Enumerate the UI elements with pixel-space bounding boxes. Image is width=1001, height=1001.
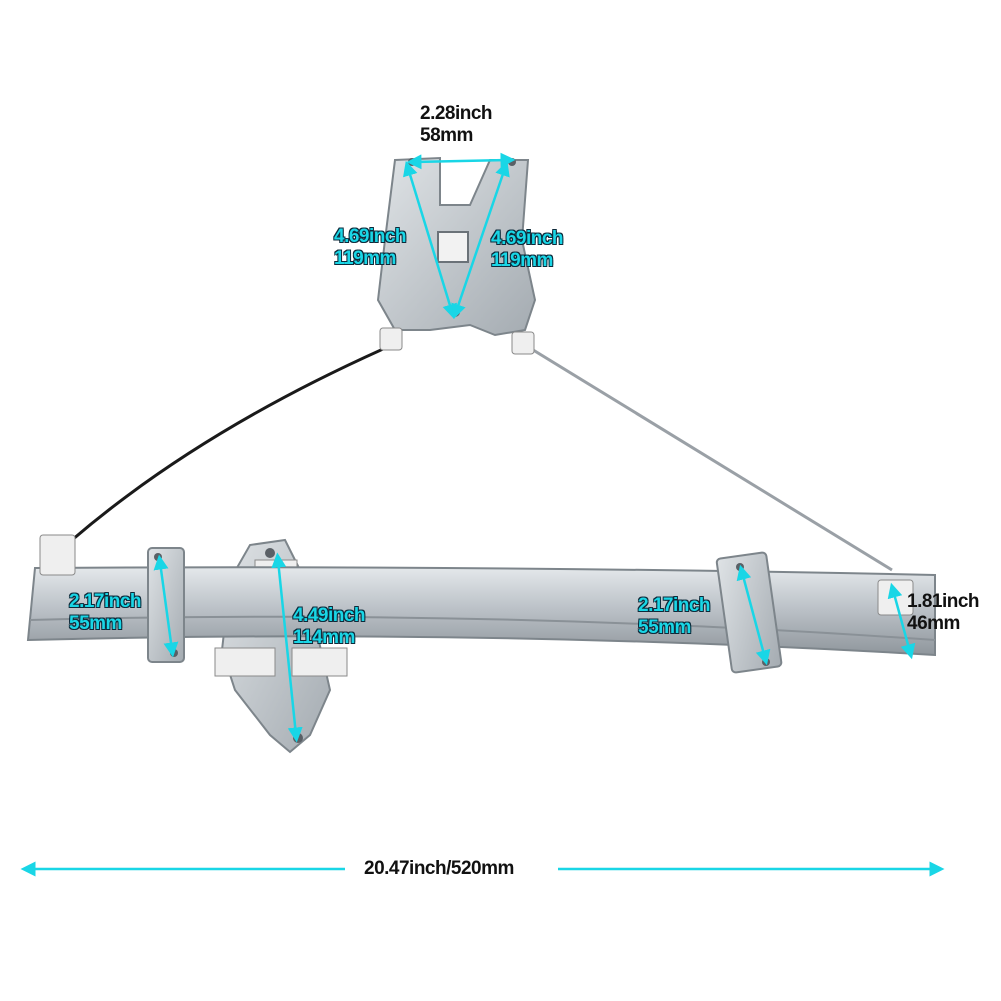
black-cable: [71, 343, 393, 542]
top-width-label: 2.28inch 58mm: [420, 103, 493, 147]
center-bracket-mm: 114mm: [293, 627, 355, 648]
top-right-label: 4.69inch 119mm: [491, 228, 564, 272]
center-bracket-label: 4.49inch 114mm: [293, 605, 366, 649]
steel-cable: [524, 343, 893, 572]
right-clip-label: 2.17inch 55mm: [638, 595, 711, 639]
top-left-label: 4.69inch 119mm: [334, 226, 407, 270]
top-right-inch: 4.69inch: [491, 228, 564, 249]
rail-end-label: 1.81inch 46mm: [907, 591, 980, 635]
right-clip-mm: 55mm: [638, 617, 691, 638]
dimension-lines: [20, 152, 945, 877]
rail-end-inch: 1.81inch: [907, 591, 980, 612]
rail-end-mm: 46mm: [907, 613, 960, 634]
left-clip-inch: 2.17inch: [69, 591, 142, 612]
main-rail: [26, 534, 936, 657]
top-width-inch: 2.28inch: [420, 103, 493, 124]
left-clip-mm: 55mm: [69, 613, 122, 634]
right-clip: [715, 551, 783, 674]
top-left-inch: 4.69inch: [334, 226, 407, 247]
center-bracket-inch: 4.49inch: [293, 605, 366, 626]
top-right-mm: 119mm: [491, 250, 553, 271]
top-left-mm: 119mm: [334, 248, 396, 269]
top-width-mm: 58mm: [420, 125, 473, 146]
left-clip-label: 2.17inch 55mm: [69, 591, 142, 635]
right-clip-inch: 2.17inch: [638, 595, 711, 616]
overall-length-label: 20.47inch/520mm: [360, 858, 518, 880]
